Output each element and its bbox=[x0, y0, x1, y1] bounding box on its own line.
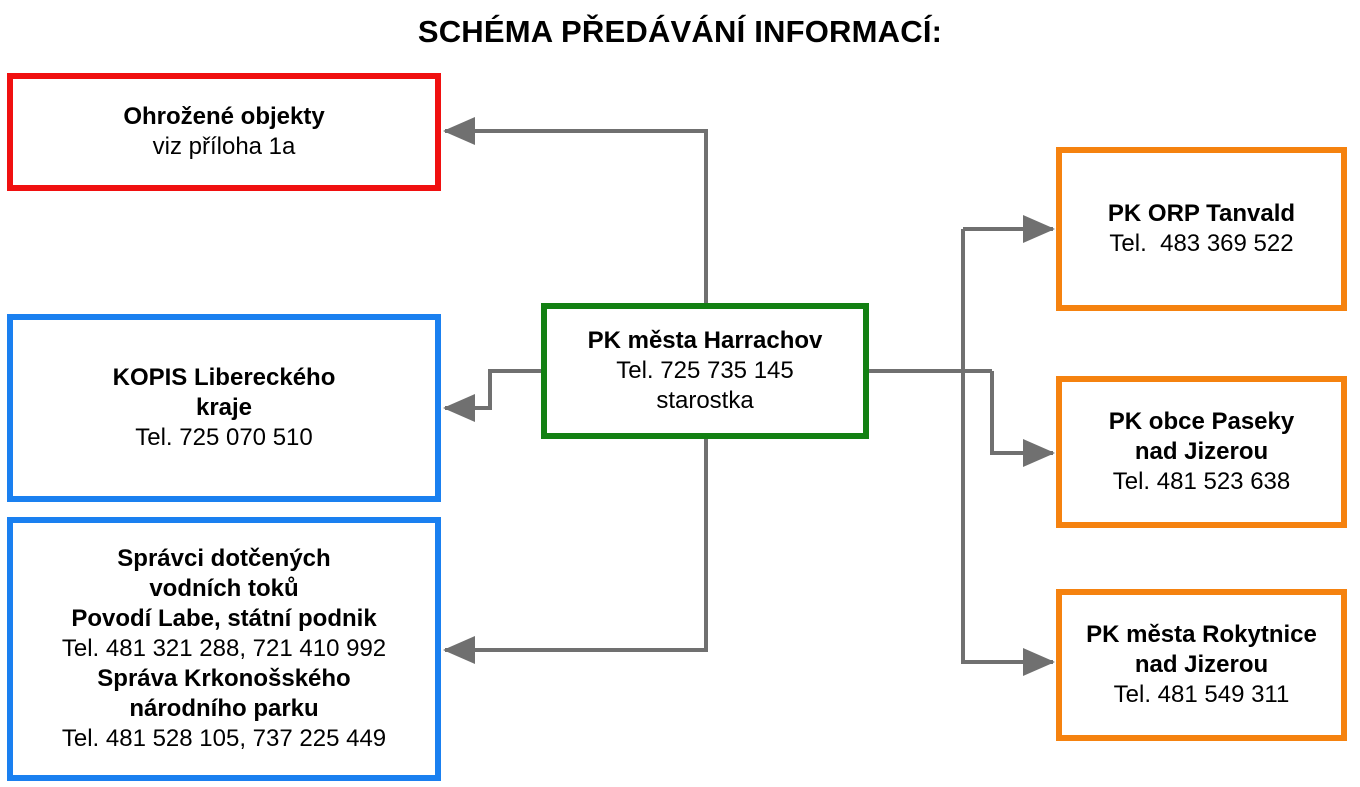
paseky-title-line1: PK obce Paseky bbox=[1108, 408, 1295, 435]
rokytnice-title-line1: PK města Rokytnice bbox=[1086, 621, 1317, 648]
povodi-labe-name: Povodí Labe, státní podnik bbox=[71, 605, 377, 632]
paseky-title-line2: nad Jizerou bbox=[1134, 438, 1269, 465]
rokytnice-phone: Tel. 481 549 311 bbox=[1113, 681, 1290, 708]
tanvald-title: PK ORP Tanvald bbox=[1107, 200, 1296, 227]
threatened-objects-title: Ohrožené objekty bbox=[123, 103, 325, 130]
povodi-labe-phone: Tel. 481 321 288, 721 410 992 bbox=[61, 635, 387, 662]
harrachov-role: starostka bbox=[656, 387, 754, 414]
arrow-to-kopis bbox=[443, 369, 541, 422]
watercourse-title-line2: vodních toků bbox=[149, 575, 299, 602]
harrachov-center-box: PK města Harrachov Tel. 725 735 145 star… bbox=[541, 303, 869, 439]
paseky-box: PK obce Paseky nad Jizerou Tel. 481 523 … bbox=[1056, 376, 1347, 528]
kopis-box: KOPIS Libereckého kraje Tel. 725 070 510 bbox=[7, 314, 441, 502]
rokytnice-title-line2: nad Jizerou bbox=[1134, 651, 1269, 678]
harrachov-phone: Tel. 725 735 145 bbox=[616, 357, 794, 384]
tanvald-box: PK ORP Tanvald Tel. 483 369 522 bbox=[1056, 147, 1347, 311]
rokytnice-box: PK města Rokytnice nad Jizerou Tel. 481 … bbox=[1056, 589, 1347, 741]
arrow-to-watercourse-managers bbox=[443, 439, 708, 664]
paseky-phone: Tel. 481 523 638 bbox=[1112, 468, 1291, 495]
arrow-to-paseky bbox=[990, 371, 1055, 467]
krnap-phone: Tel. 481 528 105, 737 225 449 bbox=[61, 725, 387, 752]
threatened-objects-note: viz příloha 1a bbox=[152, 133, 296, 160]
kopis-title-line2: kraje bbox=[195, 394, 253, 421]
harrachov-title: PK města Harrachov bbox=[587, 327, 823, 354]
watercourse-title-line1: Správci dotčených bbox=[117, 545, 331, 572]
krnap-name-line2: národního parku bbox=[129, 695, 319, 722]
krnap-name-line1: Správa Krkonošského bbox=[97, 665, 351, 692]
tanvald-phone: Tel. 483 369 522 bbox=[1109, 230, 1294, 257]
kopis-title-line1: KOPIS Libereckého bbox=[112, 364, 336, 391]
threatened-objects-box: Ohrožené objekty viz příloha 1a bbox=[7, 73, 441, 191]
arrow-to-tanvald bbox=[961, 229, 1055, 676]
kopis-phone: Tel. 725 070 510 bbox=[135, 424, 313, 451]
watercourse-managers-box: Správci dotčených vodních toků Povodí La… bbox=[7, 517, 441, 781]
diagram-title: SCHÉMA PŘEDÁVÁNÍ INFORMACÍ: bbox=[417, 14, 943, 49]
arrow-to-threatened-objects bbox=[443, 117, 708, 303]
